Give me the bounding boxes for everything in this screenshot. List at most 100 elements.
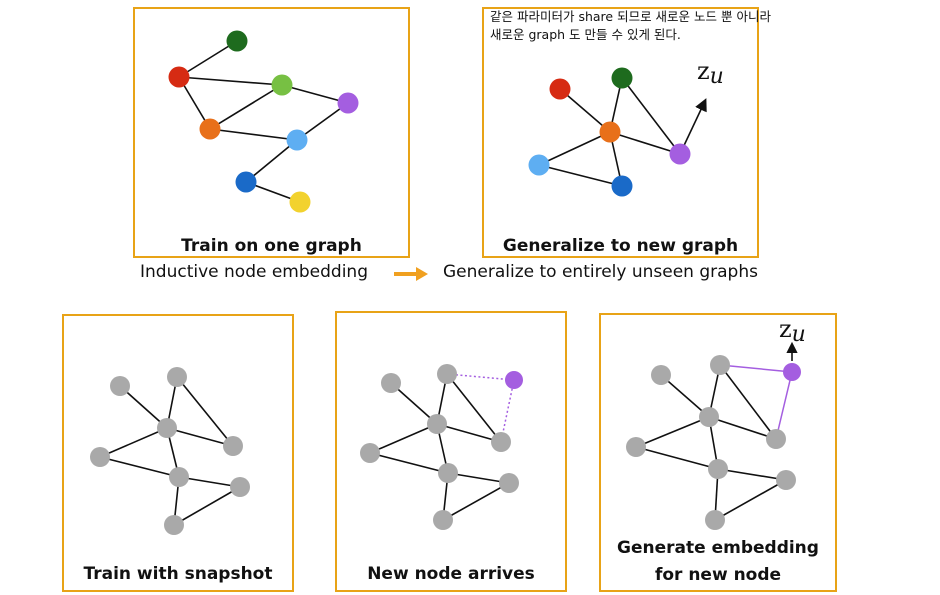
new-node-caption: New node arrives [367,564,535,584]
node-red [549,78,571,100]
edge [281,84,349,104]
edge [296,102,349,141]
unseen-graphs-label: Generalize to entirely unseen graphs [443,262,758,282]
node [381,373,401,393]
korean-note: 같은 파라미터가 share 되므로 새로운 노드 뿐 아니라 새로운 grap… [490,8,771,44]
generate-caption-line2: for new node [654,565,782,585]
node-light-green [271,74,293,96]
new-node-purple [505,371,523,389]
edge [447,472,510,484]
generalize-caption: Generalize to new graph [502,236,739,256]
edge [717,468,787,481]
node [360,443,380,463]
graph-gray-embedding [626,341,801,530]
edge [178,76,283,86]
dashed-edge [500,379,515,443]
node-light-blue [528,154,550,176]
new-edge [719,364,793,373]
edge [708,416,777,440]
node [167,367,187,387]
edge [660,374,710,418]
node [223,436,243,456]
generate-embedding-panel: zu Generate embedding for new node [599,313,837,592]
generate-caption-line1: Generate embedding [617,538,819,558]
new-node-purple [783,363,801,381]
edge [538,164,623,187]
graph-gray-new-node [360,364,523,530]
edge [178,40,238,78]
train-snapshot-caption: Train with snapshot [83,564,273,584]
node-purple [337,92,359,114]
node-red [168,66,190,88]
node [651,365,671,385]
edge [436,423,502,443]
z-u-label-bottom: zu [779,315,806,347]
node [626,437,646,457]
node [708,459,728,479]
node-dark-green [611,67,633,89]
edge [635,446,719,470]
edge [390,382,438,425]
edge [446,373,502,443]
node [164,515,184,535]
node-blue [611,175,633,197]
right-arrow-icon [394,267,428,281]
korean-note-line2: 새로운 graph 도 만들 수 있게 된다. [490,27,681,42]
edge [538,131,611,166]
edge [559,88,611,133]
node [157,418,177,438]
node-blue [235,171,257,193]
new-node-panel: New node arrives [335,311,567,592]
generalize-panel: zu Generalize to new graph [482,7,759,258]
node [776,470,796,490]
node [433,510,453,530]
node-light-blue [286,129,308,151]
edge [609,131,681,155]
graph-colored-one [168,30,359,213]
new-edge [775,371,793,440]
edge [635,416,710,448]
graph-gray-snapshot [90,367,250,535]
edge [714,479,787,521]
edge [719,364,777,440]
edge [369,423,438,454]
edge [369,452,449,474]
train-one-graph-panel: Train on one graph [133,7,410,258]
edge [166,427,234,447]
node [437,364,457,384]
node [110,376,130,396]
node [699,407,719,427]
inductive-label: Inductive node embedding [140,262,368,282]
z-u-label: zu [697,57,724,89]
node [90,447,110,467]
korean-note-line1: 같은 파라미터가 share 되므로 새로운 노드 뿐 아니라 [490,9,771,24]
node [169,467,189,487]
node-purple [669,143,691,165]
node-dark-green [226,30,248,52]
node [705,510,725,530]
node [230,477,250,497]
node-yellow [289,191,311,213]
dashed-edge [446,373,515,381]
edge [119,385,168,429]
edge [173,486,241,526]
node-orange [599,121,621,143]
node [438,463,458,483]
edge [245,139,298,183]
node [491,432,511,452]
train-one-graph-caption: Train on one graph [181,236,362,256]
node [766,429,786,449]
node [710,355,730,375]
edge [99,427,168,458]
edge [209,84,283,130]
edge [178,476,241,488]
graph-colored-new [528,67,707,197]
node [427,414,447,434]
node [499,473,519,493]
edge [209,128,298,141]
edge [176,376,234,447]
edge [99,456,180,478]
train-snapshot-panel: Train with snapshot [62,314,294,592]
node-orange [199,118,221,140]
edge [442,482,510,521]
